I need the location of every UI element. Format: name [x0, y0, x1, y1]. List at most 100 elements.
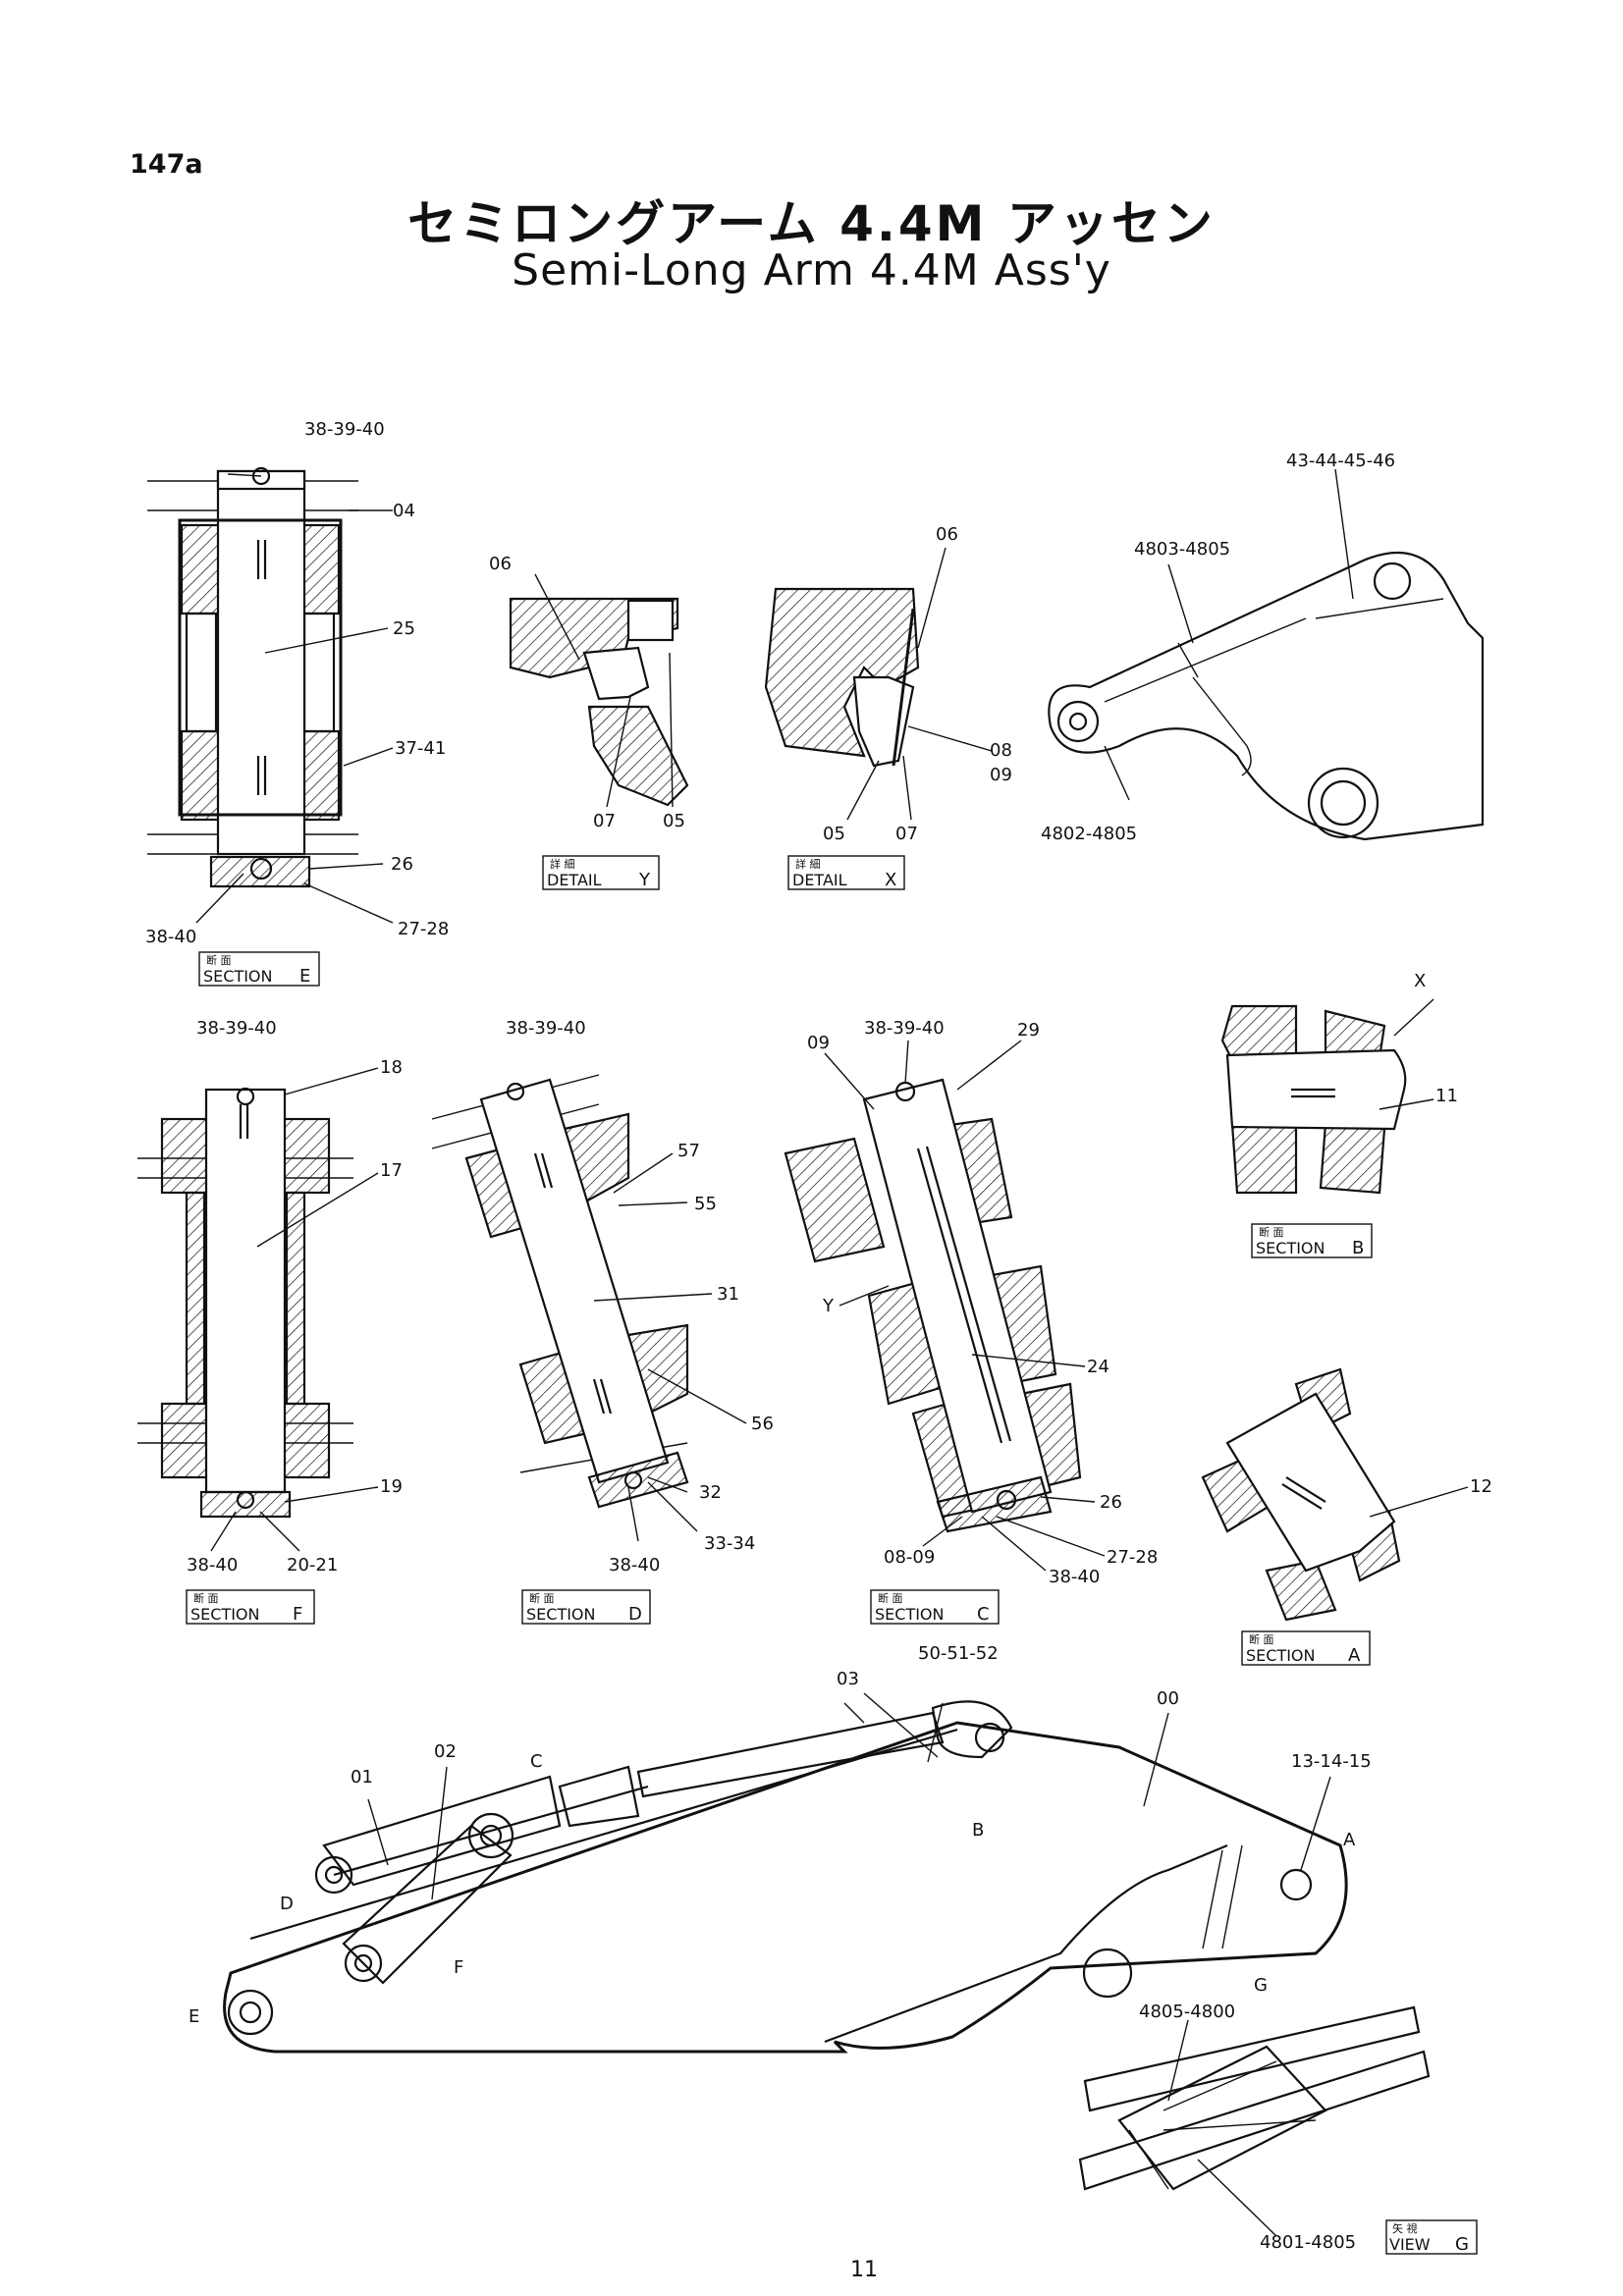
- label-13-14-15: 13-14-15: [1291, 1751, 1372, 1772]
- label-12: 12: [1470, 1476, 1492, 1497]
- label-38-40: 38-40: [145, 927, 196, 947]
- caption-jp-detail-x: 詳 細: [795, 857, 821, 871]
- caption-section-e: SECTION: [203, 967, 273, 986]
- section-a: 12 断 面 SECTION A: [1201, 1367, 1492, 1666]
- label-07: 07: [895, 824, 918, 844]
- label-38-40: 38-40: [187, 1555, 238, 1575]
- label-26: 26: [391, 854, 413, 875]
- label-43-44-45-46: 43-44-45-46: [1286, 451, 1395, 471]
- label-18: 18: [380, 1057, 403, 1078]
- caption-jp-detail-y: 詳 細: [550, 857, 575, 871]
- label-05: 05: [663, 811, 685, 831]
- caption-detail-x: DETAIL: [792, 871, 847, 889]
- caption-letter-a: A: [1348, 1645, 1361, 1666]
- view-marker-a: A: [1343, 1830, 1356, 1850]
- view-marker-f: F: [454, 1957, 463, 1978]
- view-g: 4805-4800 4801-4805 矢 視 VIEW G: [1078, 2002, 1478, 2255]
- label-00: 00: [1157, 1688, 1179, 1709]
- label-26: 26: [1100, 1492, 1122, 1513]
- label-04: 04: [393, 501, 415, 521]
- label-02: 02: [434, 1741, 457, 1762]
- caption-letter-y: Y: [638, 870, 651, 890]
- view-marker-g: G: [1254, 1975, 1268, 1996]
- label-09: 09: [807, 1033, 830, 1053]
- caption-letter-f: F: [293, 1604, 302, 1625]
- label-06: 06: [489, 554, 512, 574]
- label-01: 01: [351, 1767, 373, 1788]
- view-marker-e: E: [189, 2006, 199, 2027]
- label-27-28: 27-28: [398, 919, 449, 939]
- label-07: 07: [593, 811, 616, 831]
- label-4805-4800: 4805-4800: [1139, 2002, 1235, 2022]
- caption-section-d: SECTION: [526, 1605, 596, 1624]
- label-38-39-40: 38-39-40: [196, 1018, 277, 1039]
- caption-jp-section-a: 断 面: [1249, 1632, 1274, 1646]
- label-31: 31: [717, 1284, 739, 1305]
- label-4803-4805: 4803-4805: [1134, 539, 1230, 560]
- caption-letter-b: B: [1352, 1238, 1364, 1258]
- section-d: 38-39-40 57 55 31 56 32 33-34 38-40 断 面 …: [431, 1018, 774, 1625]
- caption-section-f: SECTION: [190, 1605, 260, 1624]
- detail-x: 06 08 09 05 07 詳 細 DETAIL X: [764, 524, 1012, 890]
- caption-jp-section-d: 断 面: [529, 1591, 555, 1605]
- label-24: 24: [1087, 1357, 1109, 1377]
- label-38-39-40: 38-39-40: [506, 1018, 586, 1039]
- caption-jp-section-f: 断 面: [193, 1591, 219, 1605]
- caption-jp-section-b: 断 面: [1259, 1225, 1284, 1239]
- caption-section-b: SECTION: [1256, 1239, 1325, 1257]
- label-05: 05: [823, 824, 845, 844]
- label-x: X: [1414, 971, 1426, 991]
- label-37-41: 37-41: [395, 738, 446, 759]
- label-17: 17: [380, 1160, 403, 1181]
- section-f: 38-39-40 18 17 19 38-40 20-21 断 面 SECTIO…: [137, 1018, 403, 1625]
- label-09: 09: [990, 765, 1012, 785]
- label-38-40: 38-40: [609, 1555, 660, 1575]
- label-33-34: 33-34: [704, 1533, 755, 1554]
- label-06: 06: [936, 524, 958, 545]
- caption-letter-d: D: [628, 1604, 642, 1625]
- label-29: 29: [1017, 1020, 1040, 1041]
- label-38-39-40: 38-39-40: [304, 419, 385, 440]
- label-20-21: 20-21: [287, 1555, 338, 1575]
- label-55: 55: [694, 1194, 717, 1214]
- arm-assembly: 50-51-52 03 00 01 02 13-14-15 C B A D E …: [189, 1643, 1372, 2054]
- label-03: 03: [837, 1669, 859, 1689]
- page-number: 147a: [130, 149, 203, 180]
- caption-view-g: VIEW: [1389, 2235, 1431, 2254]
- arm-top-view: 43-44-45-46 4803-4805 4802-4805: [1041, 451, 1485, 844]
- caption-section-c: SECTION: [875, 1605, 945, 1624]
- title-japanese: セミロングアーム 4.4M アッセン: [407, 195, 1216, 252]
- label-32: 32: [699, 1482, 722, 1503]
- caption-letter-e: E: [299, 966, 310, 987]
- caption-detail-y: DETAIL: [547, 871, 602, 889]
- label-50-51-52: 50-51-52: [918, 1643, 999, 1664]
- label-4801-4805: 4801-4805: [1260, 2232, 1356, 2253]
- section-e: 38-39-40 04 25 37-41 26 38-40 27-28 断 面 …: [145, 419, 449, 987]
- label-56: 56: [751, 1414, 774, 1434]
- detail-y: 06 07 05 詳 細 DETAIL Y: [489, 554, 689, 890]
- label-19: 19: [380, 1476, 403, 1497]
- label-y: Y: [822, 1296, 835, 1316]
- label-25: 25: [393, 618, 415, 639]
- caption-letter-x: X: [885, 870, 896, 890]
- caption-letter-c: C: [977, 1604, 990, 1625]
- page-footer: 11: [850, 2258, 878, 2282]
- label-08-09: 08-09: [884, 1547, 935, 1568]
- caption-letter-g: G: [1455, 2234, 1469, 2255]
- label-08: 08: [990, 740, 1012, 761]
- label-57: 57: [677, 1141, 700, 1161]
- label-4802-4805: 4802-4805: [1041, 824, 1137, 844]
- section-b: X 11 断 面 SECTION B: [1220, 971, 1458, 1258]
- caption-jp-section-e: 断 面: [206, 953, 232, 967]
- view-marker-d: D: [280, 1894, 294, 1914]
- view-marker-c: C: [530, 1751, 543, 1772]
- title-english: Semi-Long Arm 4.4M Ass'y: [512, 245, 1111, 295]
- caption-section-a: SECTION: [1246, 1646, 1316, 1665]
- label-11: 11: [1435, 1086, 1458, 1106]
- caption-jp-section-c: 断 面: [878, 1591, 903, 1605]
- caption-jp-view-g: 矢 視: [1392, 2221, 1418, 2235]
- label-38-40: 38-40: [1049, 1567, 1100, 1587]
- label-27-28: 27-28: [1107, 1547, 1158, 1568]
- label-38-39-40: 38-39-40: [864, 1018, 945, 1039]
